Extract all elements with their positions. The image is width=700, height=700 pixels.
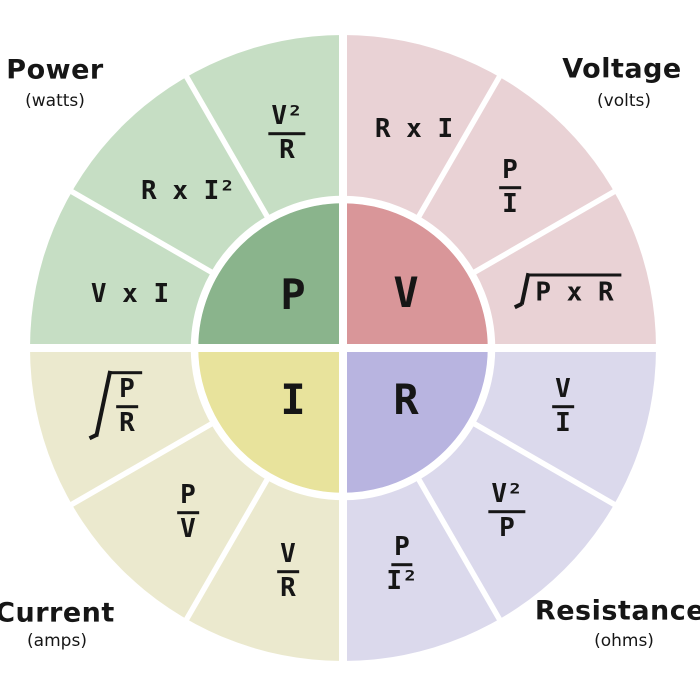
- voltage-inner-quadrant: [343, 203, 488, 348]
- formula-voltage-sqrt-p-x-r: P x R: [516, 272, 622, 311]
- resistance-title: Resistance: [534, 595, 700, 627]
- formula-numerator: V: [277, 540, 299, 574]
- power-inner-quadrant: [198, 203, 343, 348]
- formula-numerator: P: [391, 533, 413, 567]
- current-inner-quadrant: [198, 348, 343, 493]
- voltage-symbol: V: [393, 268, 419, 317]
- radicand: P x R: [529, 273, 622, 306]
- formula-denominator: R: [119, 408, 135, 439]
- formula-numerator: P: [116, 375, 138, 409]
- formula-numerator: V: [552, 375, 574, 409]
- formula-current-sqrt-p-over-r: P R: [93, 370, 142, 443]
- resistance-unit-label: (ohms): [594, 631, 654, 651]
- voltage-title: Voltage: [562, 53, 682, 85]
- formula-resistance-p-over-i2: P I²: [386, 533, 418, 597]
- quadrant-axis-cross: [27, 32, 659, 664]
- formula-denominator: I: [555, 408, 571, 439]
- formula-current-p-over-v: P V: [177, 481, 199, 545]
- formula-numerator: P: [177, 481, 199, 515]
- power-title: Power: [6, 54, 104, 86]
- formula-numerator: V²: [488, 480, 526, 514]
- formula-voltage-r-x-i: R x I: [374, 114, 454, 144]
- resistance-symbol: R: [393, 375, 419, 424]
- formula-denominator: P: [499, 513, 515, 544]
- formula-numerator: P: [499, 156, 521, 190]
- formula-power-v-x-i: V x I: [90, 279, 170, 309]
- radical-sign: [516, 272, 530, 306]
- formula-denominator: V: [180, 514, 196, 545]
- current-title: Current: [0, 597, 115, 629]
- formula-numerator: V²: [268, 102, 306, 136]
- formula-power-v2-over-r: V² R: [268, 102, 306, 166]
- power-unit-label: (watts): [25, 91, 85, 111]
- power-symbol: P: [280, 270, 306, 319]
- formula-current-v-over-r: V R: [277, 540, 299, 604]
- radicand: P R: [111, 371, 142, 438]
- formula-voltage-p-over-i: P I: [499, 156, 521, 220]
- resistance-inner-quadrant: [343, 348, 488, 493]
- formula-denominator: R: [280, 573, 296, 604]
- formula-power-r-x-i2: R x I²: [141, 176, 235, 206]
- formula-resistance-v2-over-p: V² P: [488, 480, 526, 544]
- formula-resistance-v-over-i: V I: [552, 375, 574, 439]
- formula-denominator: I: [502, 189, 518, 220]
- radical-sign: [93, 370, 112, 438]
- formula-denominator: R: [279, 135, 295, 166]
- voltage-unit-label: (volts): [597, 91, 651, 111]
- formula-denominator: I²: [386, 566, 418, 597]
- current-unit-label: (amps): [27, 631, 87, 651]
- current-symbol: I: [280, 375, 306, 424]
